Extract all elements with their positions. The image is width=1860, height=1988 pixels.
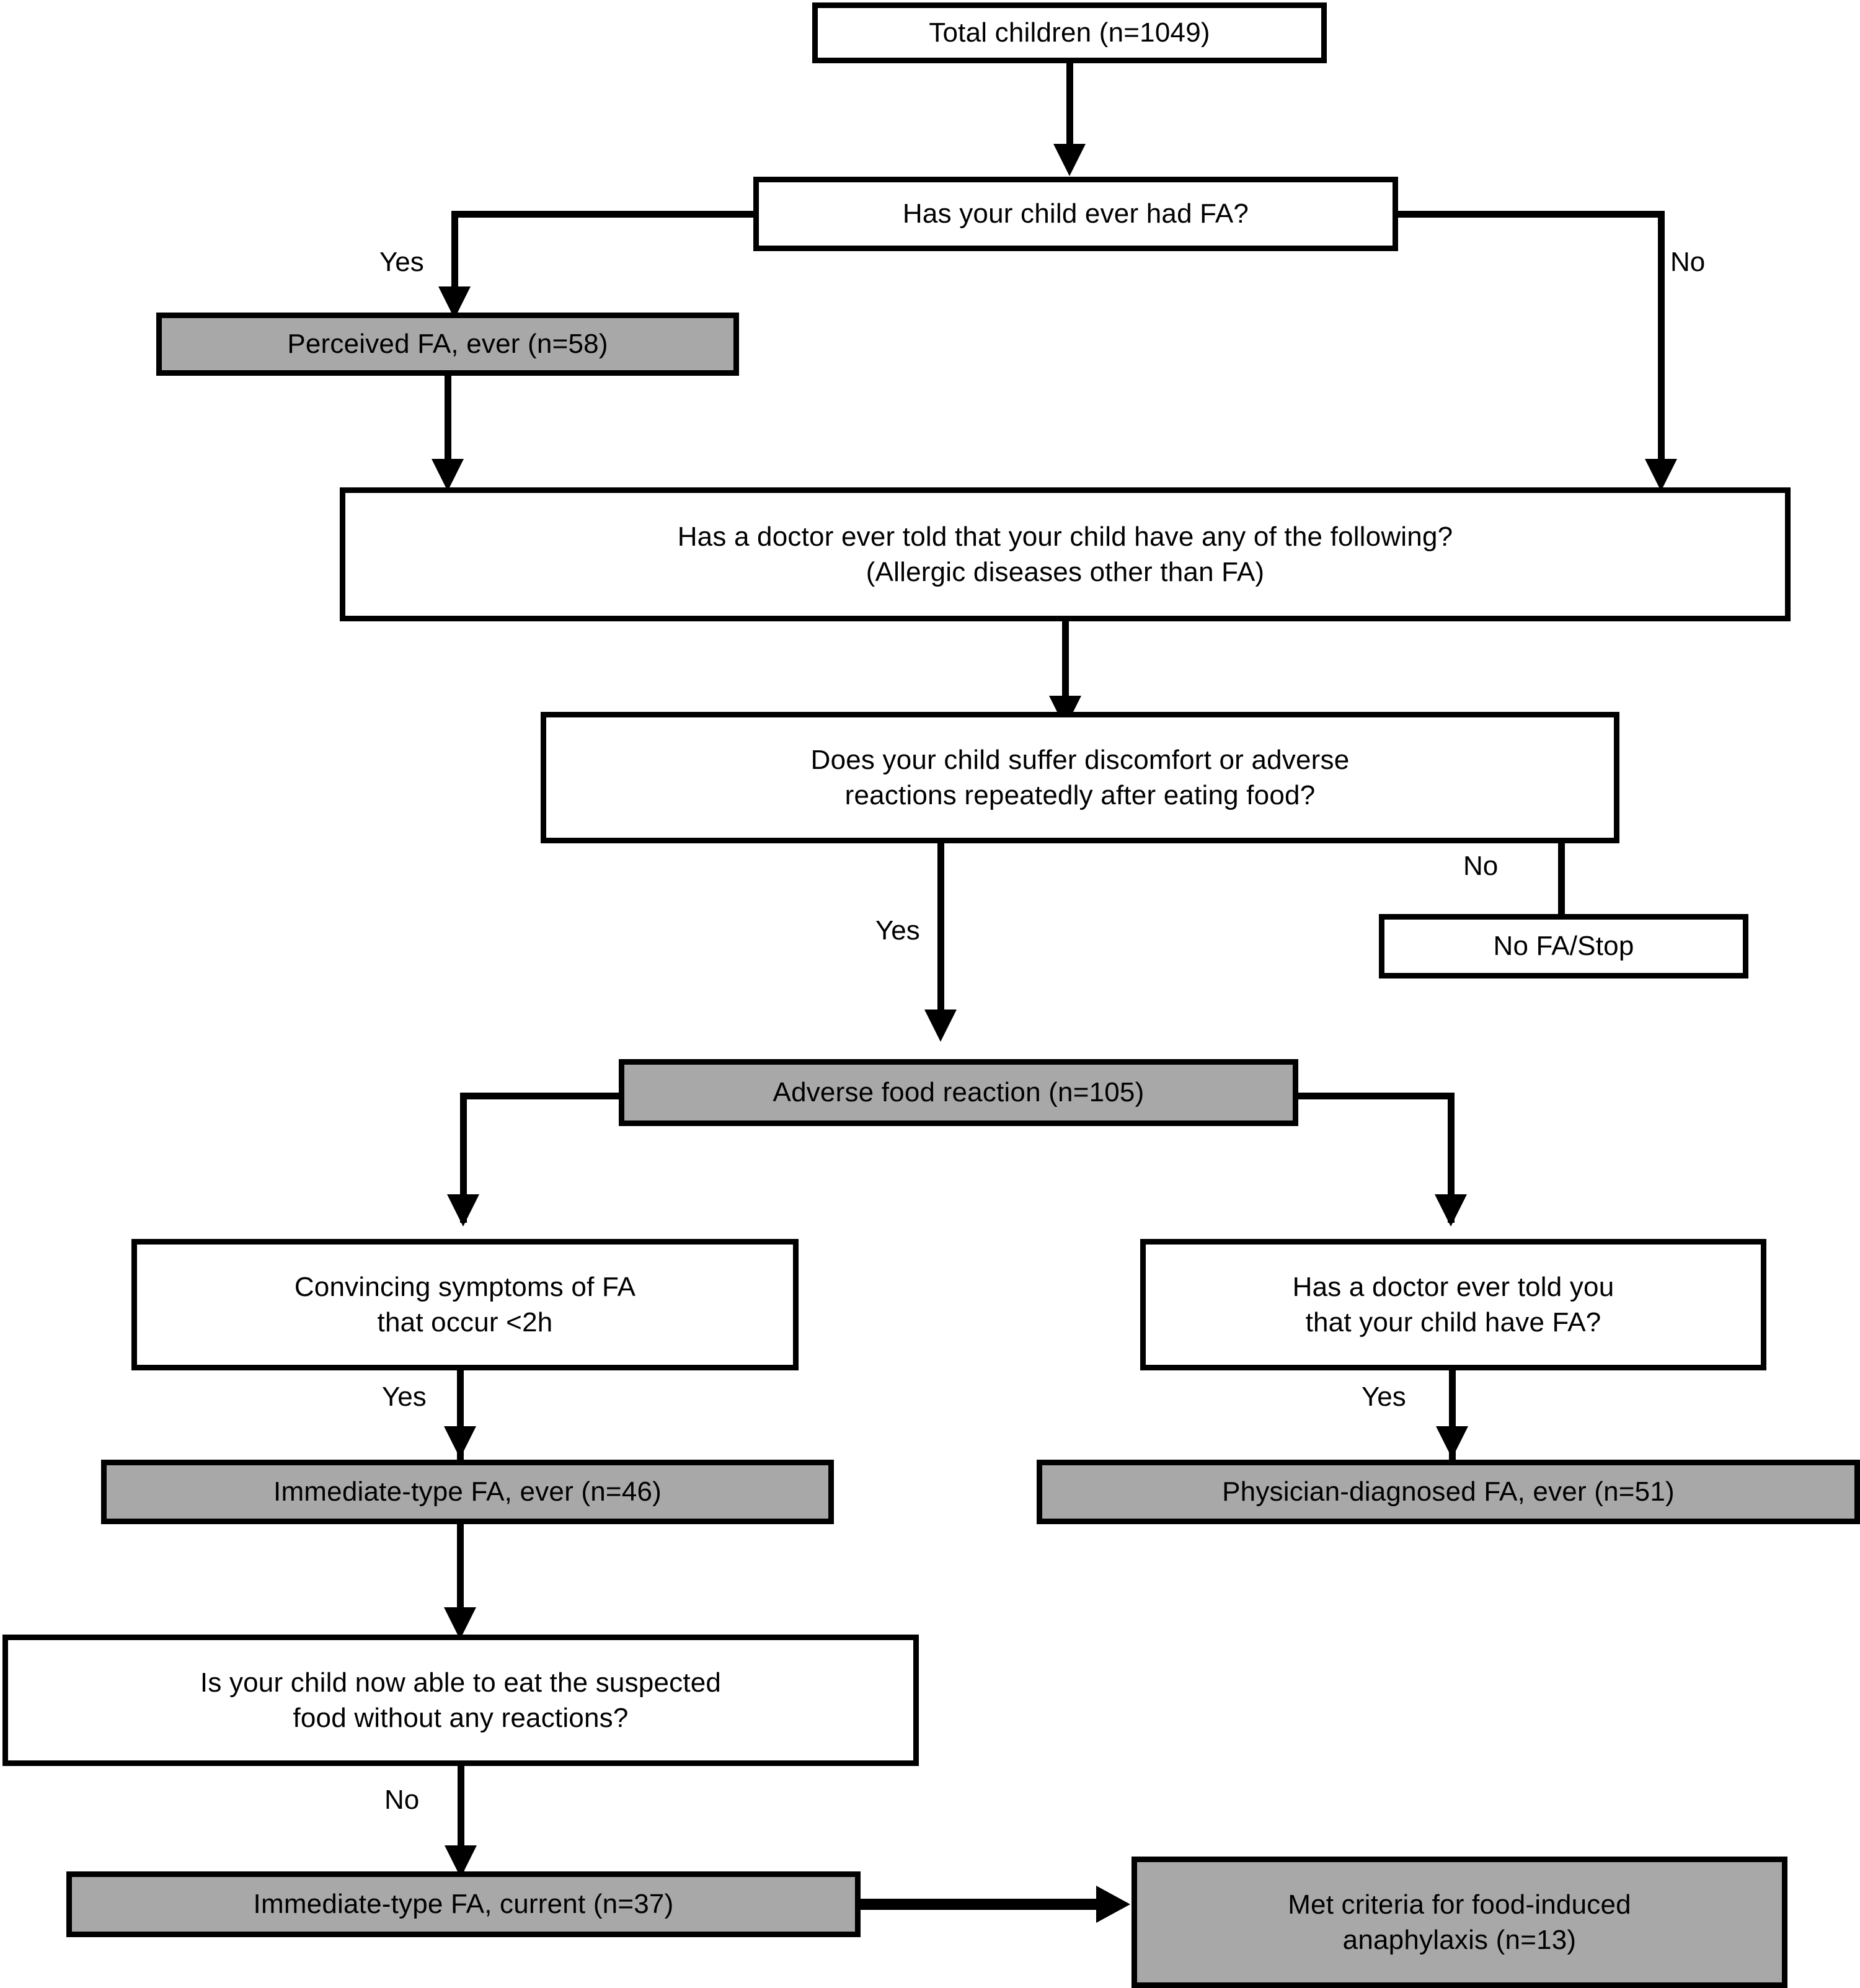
- node-anaphylaxis-line2: anaphylaxis (n=13): [1342, 1925, 1577, 1955]
- edge-label-no-ever-had-fa: No: [1670, 247, 1706, 277]
- edge-total-to-q1-arrowhead: [1053, 144, 1086, 176]
- node-q-convincing-symptoms-label: Convincing symptoms of FA that occur <2h: [288, 1269, 642, 1340]
- edge-q3-no-vertical: [1558, 843, 1565, 943]
- node-immediate-fa-current: Immediate-type FA, current (n=37): [66, 1871, 861, 1937]
- edge-immediate-to-q-able: [457, 1524, 464, 1625]
- node-no-fa-stop-label: No FA/Stop: [1493, 931, 1634, 962]
- edge-perceived-to-q2-arrowhead: [432, 459, 464, 491]
- node-q-doctor-told-allergic-diseases-label: Has a doctor ever told that your child h…: [671, 519, 1459, 590]
- edge-q3-yes-arrowhead: [924, 1010, 957, 1042]
- node-q-doctor-told-line1: Has a doctor ever told that your child h…: [677, 521, 1453, 552]
- node-q-discomfort-line1: Does your child suffer discomfort or adv…: [810, 744, 1350, 775]
- edge-afr-right-arrowhead: [1435, 1194, 1467, 1227]
- node-anaphylaxis-line1: Met criteria for food-induced: [1288, 1889, 1631, 1920]
- node-total-children-label: Total children (n=1049): [929, 17, 1210, 48]
- node-immediate-fa-ever-label: Immediate-type FA, ever (n=46): [273, 1476, 662, 1507]
- edge-q1-no-vertical: [1658, 211, 1665, 476]
- edge-immediate-to-q-able-arrowhead: [444, 1607, 476, 1640]
- edge-convincing-yes-vertical: [457, 1370, 464, 1462]
- edge-q1-yes-horizontal: [451, 211, 756, 218]
- node-q-doctor-told-you-label: Has a doctor ever told you that your chi…: [1286, 1269, 1621, 1340]
- edge-afr-right-vertical: [1448, 1093, 1455, 1223]
- edge-q1-yes-vertical: [451, 211, 458, 303]
- node-q-doctor-told-you-line1: Has a doctor ever told you: [1292, 1271, 1614, 1302]
- edge-label-yes-doctor-told-you: Yes: [1362, 1382, 1406, 1412]
- edge-label-yes-discomfort: Yes: [875, 915, 920, 946]
- node-q-able-to-eat-line1: Is your child now able to eat the suspec…: [200, 1667, 722, 1698]
- node-adverse-food-reaction: Adverse food reaction (n=105): [619, 1059, 1298, 1126]
- node-q-doctor-told-allergic-diseases: Has a doctor ever told that your child h…: [340, 487, 1791, 621]
- node-q-discomfort-line2: reactions repeatedly after eating food?: [844, 780, 1316, 810]
- edge-q2-to-q3: [1062, 621, 1069, 714]
- node-adverse-food-reaction-label: Adverse food reaction (n=105): [773, 1077, 1145, 1108]
- node-q-able-to-eat: Is your child now able to eat the suspec…: [2, 1635, 919, 1766]
- node-no-fa-stop: No FA/Stop: [1379, 914, 1748, 978]
- edge-total-to-q1: [1066, 63, 1073, 162]
- node-q-discomfort-label: Does your child suffer discomfort or adv…: [805, 742, 1356, 813]
- node-q-able-to-eat-label: Is your child now able to eat the suspec…: [194, 1665, 727, 1736]
- node-q-ever-had-fa: Has your child ever had FA?: [753, 177, 1398, 251]
- node-q-doctor-told-you-line2: that your child have FA?: [1305, 1307, 1601, 1338]
- node-immediate-fa-current-label: Immediate-type FA, current (n=37): [253, 1889, 674, 1920]
- edge-doctor-told-you-yes-vertical: [1449, 1370, 1456, 1462]
- node-anaphylaxis-label: Met criteria for food-induced anaphylaxi…: [1282, 1887, 1637, 1958]
- edge-q1-no-horizontal: [1395, 211, 1665, 218]
- node-perceived-fa-ever-label: Perceived FA, ever (n=58): [287, 329, 608, 360]
- node-physician-diagnosed-fa-ever-label: Physician-diagnosed FA, ever (n=51): [1222, 1476, 1675, 1507]
- edge-convincing-yes-arrowhead: [444, 1426, 476, 1458]
- node-q-convincing-line2: that occur <2h: [377, 1307, 553, 1338]
- edge-q3-yes-vertical: [937, 843, 944, 1029]
- node-q-convincing-line1: Convincing symptoms of FA: [294, 1271, 636, 1302]
- edge-perceived-to-q2: [445, 376, 451, 476]
- edge-afr-left-arrowhead: [447, 1194, 479, 1227]
- node-immediate-fa-ever: Immediate-type FA, ever (n=46): [101, 1460, 834, 1524]
- node-perceived-fa-ever: Perceived FA, ever (n=58): [156, 313, 739, 376]
- edge-afr-right-horizontal: [1293, 1093, 1455, 1099]
- edge-label-yes-ever-had-fa: Yes: [379, 247, 424, 277]
- node-q-discomfort-adverse-reactions: Does your child suffer discomfort or adv…: [541, 712, 1619, 843]
- edge-label-yes-convincing: Yes: [382, 1382, 427, 1412]
- edge-afr-left-vertical: [460, 1093, 467, 1223]
- node-total-children: Total children (n=1049): [812, 2, 1327, 63]
- edge-q1-no-arrowhead: [1645, 459, 1677, 491]
- node-q-able-to-eat-line2: food without any reactions?: [293, 1703, 629, 1733]
- edge-current-to-anaphylaxis: [861, 1899, 1097, 1910]
- node-q-doctor-told-you: Has a doctor ever told you that your chi…: [1140, 1239, 1766, 1370]
- node-q-convincing-symptoms: Convincing symptoms of FA that occur <2h: [131, 1239, 799, 1370]
- node-q-doctor-told-line2: (Allergic diseases other than FA): [866, 557, 1265, 587]
- edge-label-no-able-to-eat: No: [384, 1785, 420, 1815]
- edge-current-to-anaphylaxis-arrowhead: [1096, 1886, 1130, 1923]
- node-anaphylaxis: Met criteria for food-induced anaphylaxi…: [1132, 1857, 1787, 1988]
- edge-label-no-discomfort: No: [1463, 851, 1499, 881]
- edge-doctor-told-you-yes-arrowhead: [1436, 1426, 1468, 1458]
- node-physician-diagnosed-fa-ever: Physician-diagnosed FA, ever (n=51): [1037, 1460, 1860, 1524]
- node-q-ever-had-fa-label: Has your child ever had FA?: [902, 198, 1249, 229]
- edge-able-no-vertical: [458, 1766, 464, 1875]
- edge-afr-left-horizontal: [460, 1093, 624, 1099]
